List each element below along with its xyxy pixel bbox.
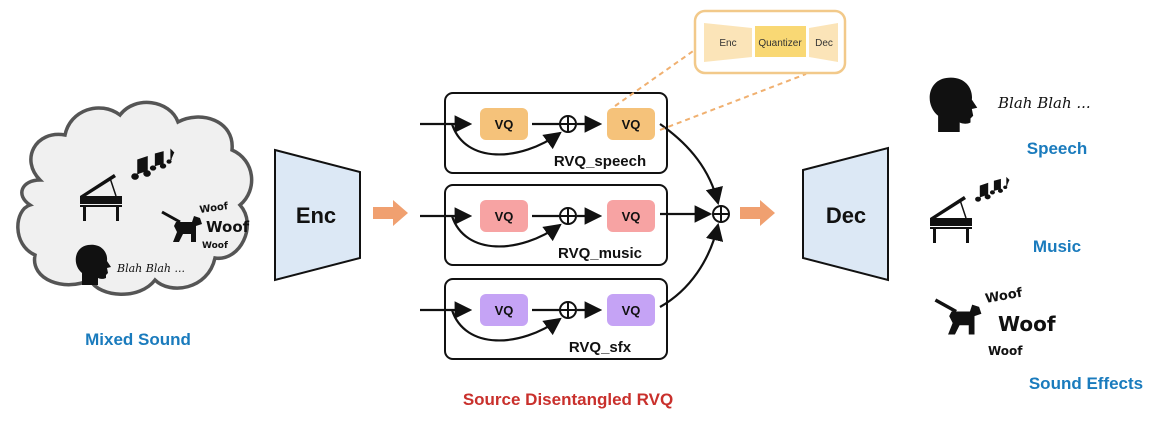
- output-speech-label: Speech: [1027, 139, 1087, 158]
- mixed-sound-cloud: Woof Woof Woof Blah Blah ...: [16, 100, 254, 296]
- inset-quantizer-label: Quantizer: [758, 38, 802, 49]
- vq-label-1: VQ: [495, 117, 514, 132]
- arrow-enc-to-rvq: [373, 200, 408, 226]
- output-piano-icon: [929, 195, 973, 244]
- encoder-block: [274, 148, 361, 282]
- rvq-branch-label: RVQ_sfx: [569, 339, 632, 356]
- output-music-notes-icon: [975, 177, 1010, 202]
- vq-block-2: [607, 200, 655, 232]
- inset-quantizer: [755, 26, 806, 57]
- inset-encoder: [704, 23, 752, 62]
- edge-speech-to-sum: [659, 123, 723, 206]
- vq-block-1: [480, 108, 528, 140]
- woof-text-small-1: Woof: [199, 201, 230, 216]
- rvq-title: Source Disentangled RVQ: [463, 390, 673, 409]
- output-woof-small-2: Woof: [988, 344, 1023, 358]
- sum-node: [712, 205, 730, 223]
- speech-text: Blah Blah ...: [116, 262, 185, 275]
- mixed-sound-label: Mixed Sound: [85, 330, 191, 349]
- woof-text-small-2: Woof: [202, 241, 228, 251]
- decoder-block: [802, 146, 889, 282]
- inset-enc-label: Enc: [719, 38, 736, 49]
- speech-head-icon: [929, 77, 978, 132]
- rvq-branch-label: RVQ_music: [558, 245, 642, 262]
- output-dog-icon: [933, 298, 984, 337]
- output-speech-text: Blah Blah ...: [997, 94, 1091, 112]
- vq-block-2: [607, 294, 655, 326]
- output-music-label: Music: [1033, 237, 1081, 256]
- arrow-rvq-to-dec: [740, 200, 775, 226]
- vq-label-1: VQ: [495, 209, 514, 224]
- inset-dec-label: Dec: [815, 38, 833, 49]
- vq-block-2: [607, 108, 655, 140]
- inset-decoder: [809, 23, 838, 62]
- vq-block-1: [480, 294, 528, 326]
- encoder-label: Enc: [296, 203, 336, 228]
- inset-leader-top: [614, 41, 707, 107]
- skip-connection-arrow: [450, 309, 562, 342]
- vq-block-1: [480, 200, 528, 232]
- vq-label-2: VQ: [622, 117, 641, 132]
- output-sfx-label: Sound Effects: [1029, 374, 1143, 393]
- vq-label-2: VQ: [622, 303, 641, 318]
- decoder-label: Dec: [826, 203, 866, 228]
- output-woof-small-1: Woof: [984, 286, 1024, 307]
- cloud-shape: [16, 100, 254, 296]
- output-woof-big: Woof: [998, 312, 1056, 336]
- edge-sfx-to-sum: [659, 222, 724, 308]
- vq-label-1: VQ: [495, 303, 514, 318]
- woof-text-big: Woof: [206, 218, 250, 236]
- skip-connection-arrow: [450, 123, 562, 156]
- inset-leader-bottom: [659, 73, 807, 131]
- skip-connection-arrow: [450, 215, 562, 248]
- rvq-branch-label: RVQ_speech: [554, 153, 646, 170]
- vq-label-2: VQ: [622, 209, 641, 224]
